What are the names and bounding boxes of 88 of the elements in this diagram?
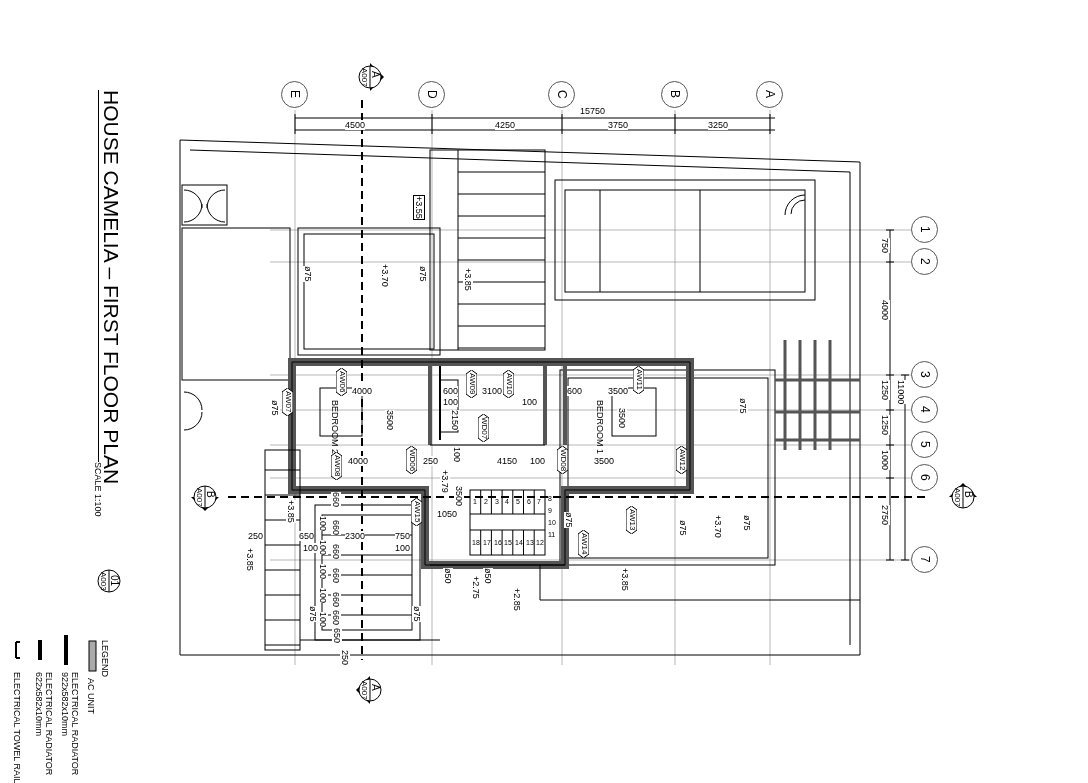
dimension-text: 660 xyxy=(331,520,341,536)
dimension-text: 3100 xyxy=(482,386,503,396)
level-marker: +2.75 xyxy=(471,576,481,599)
dimension-text: 100 xyxy=(530,456,546,466)
dimension-text: 660 xyxy=(331,592,341,608)
dimension-text: 11000 xyxy=(896,380,906,405)
grid-bubble: 2 xyxy=(911,248,938,275)
pipe-size: ø75 xyxy=(678,520,688,536)
dimension-text: 600 xyxy=(567,386,583,396)
grid-bubble: 4 xyxy=(911,396,938,423)
legend-heading: LEGEND xyxy=(100,640,110,677)
dimension-text: 100 xyxy=(318,516,328,532)
level-marker: +3.85 xyxy=(463,268,473,291)
dimension-text: 3250 xyxy=(708,120,729,130)
level-marker: +3.85 xyxy=(620,568,630,591)
dimension-text: 15750 xyxy=(580,106,606,116)
dimension-text: 2150 xyxy=(450,410,460,431)
dimension-text: 2300 xyxy=(345,531,366,541)
pipe-size: ø50 xyxy=(483,568,493,584)
section-marker: A A007 xyxy=(355,675,385,705)
dimension-text: 4250 xyxy=(495,120,516,130)
level-marker: +3.85 xyxy=(245,548,255,571)
dimension-text: 1250 xyxy=(880,415,890,436)
dimension-text: 250 xyxy=(340,650,350,666)
level-marker: +3.55 xyxy=(413,195,425,220)
pipe-size: ø75 xyxy=(564,512,574,528)
level-marker: +3.79 xyxy=(440,470,450,493)
section-marker: 01 A003 xyxy=(94,566,124,596)
dimension-text: 3500 xyxy=(454,486,464,507)
dimension-text: 3500 xyxy=(617,408,627,429)
dimension-text: 100 xyxy=(318,588,328,604)
section-marker: A A007 xyxy=(355,62,385,92)
dimension-text: 660 xyxy=(331,544,341,560)
legend-text: ELECTRICAL TOWEL RAIL xyxy=(12,672,22,783)
level-marker: +3.70 xyxy=(713,515,723,538)
dimension-text: 660 xyxy=(331,610,341,626)
grid-bubble: 5 xyxy=(911,431,938,458)
pipe-size: ø75 xyxy=(308,606,318,622)
dimension-text: 100 xyxy=(452,447,462,463)
room-name: BEDROOM 1 xyxy=(595,400,605,454)
level-marker: +3.70 xyxy=(380,264,390,287)
grid-bubble: D xyxy=(418,81,445,108)
dimension-text: 100 xyxy=(522,397,538,407)
section-marker: B A007 xyxy=(948,482,978,512)
pipe-size: ø75 xyxy=(412,606,422,622)
dimension-text: 4500 xyxy=(345,120,366,130)
pipe-size: ø75 xyxy=(738,398,748,414)
dimension-text: 650 xyxy=(332,628,342,644)
pipe-size: ø75 xyxy=(303,266,313,282)
pipe-size: ø75 xyxy=(418,266,428,282)
grid-bubble: 7 xyxy=(911,546,938,573)
dimension-text: 650 xyxy=(299,531,315,541)
dimension-text: 4150 xyxy=(497,456,518,466)
dimension-text: 2750 xyxy=(880,505,890,526)
dimension-text: 1250 xyxy=(880,380,890,401)
grid-bubble: E xyxy=(281,81,308,108)
pipe-size: ø50 xyxy=(443,568,453,584)
grid-bubble: A xyxy=(756,81,783,108)
dimension-text: 1050 xyxy=(437,509,458,519)
level-marker: +3.85 xyxy=(286,500,296,523)
dimension-text: 3500 xyxy=(594,456,615,466)
legend-text: ELECTRICAL RADIATOR 922x582x10mm xyxy=(60,672,80,778)
dimension-text: 100 xyxy=(395,543,411,553)
dimension-text: 3750 xyxy=(608,120,629,130)
dimension-text: 4000 xyxy=(880,300,890,321)
dimension-text: 660 xyxy=(331,568,341,584)
dimension-text: 250 xyxy=(248,531,264,541)
grid-bubble: B xyxy=(661,81,688,108)
grid-bubble: C xyxy=(548,81,575,108)
dimension-text: 100 xyxy=(443,397,459,407)
grid-bubble: 6 xyxy=(911,464,938,491)
pipe-size: ø75 xyxy=(742,515,752,531)
grid-bubble: 3 xyxy=(911,361,938,388)
section-marker: B A007 xyxy=(190,482,220,512)
legend-text: ELECTRICAL RADIATOR 622x582x10mm xyxy=(34,672,54,778)
dimension-text: 750 xyxy=(395,531,411,541)
dimension-text: 100 xyxy=(318,540,328,556)
grid-bubble: 1 xyxy=(911,216,938,243)
dimension-text: 660 xyxy=(331,492,341,508)
level-marker: +2.85 xyxy=(512,588,522,611)
legend-text: AC UNIT xyxy=(86,678,96,714)
dimension-text: 3500 xyxy=(385,410,395,431)
dimension-text: 100 xyxy=(318,612,328,628)
dimension-text: 1000 xyxy=(880,450,890,471)
dimension-text: 100 xyxy=(303,543,319,553)
dimension-text: 750 xyxy=(880,238,890,254)
scale-note: SCALE 1:100 xyxy=(93,462,103,517)
dimension-text: 100 xyxy=(318,564,328,580)
